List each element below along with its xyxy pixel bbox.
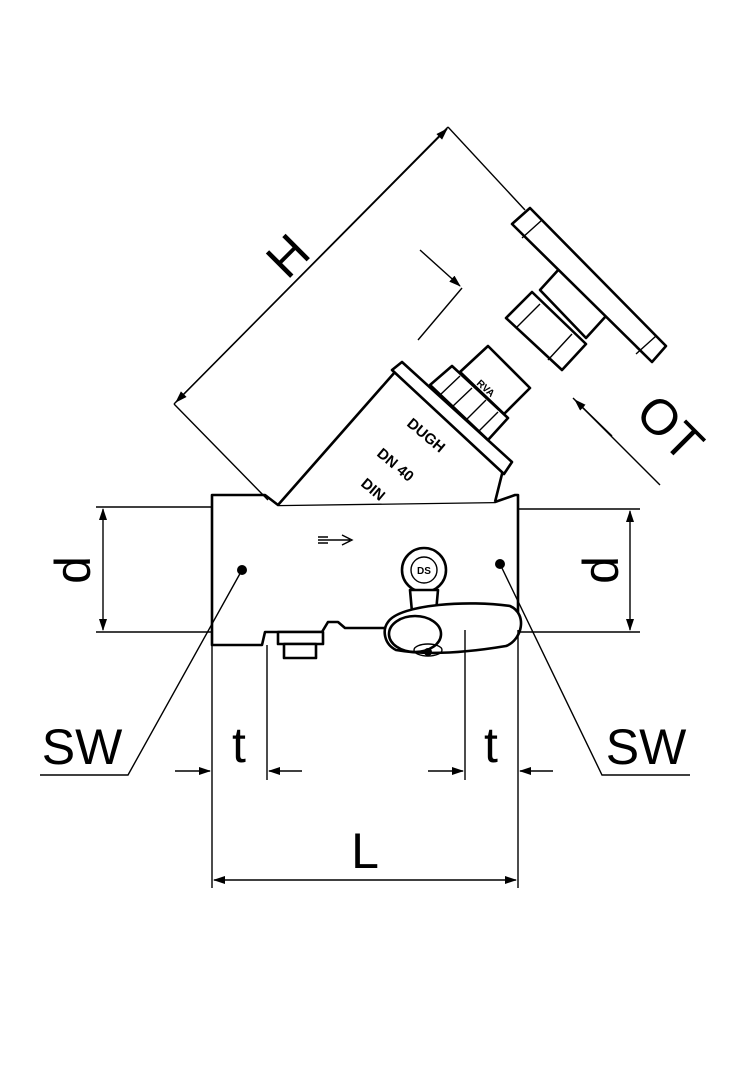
diameter-right-label: d	[573, 556, 629, 584]
height-label: H	[255, 223, 320, 288]
measuring-cap: DS	[383, 546, 523, 657]
diameter-left-label: d	[45, 556, 101, 584]
dimension-lines	[40, 126, 690, 888]
wrench-size-right-label: SW	[606, 719, 687, 775]
thread-depth-right-label: t	[484, 717, 498, 773]
wrench-size-left-label: SW	[42, 719, 123, 775]
bonnet-assembly: RVA	[428, 206, 668, 442]
thread-depth-left-label: t	[232, 717, 246, 773]
cap-marking: DS	[417, 566, 431, 577]
length-label: L	[351, 823, 379, 879]
operating-top-label: OT	[626, 384, 715, 473]
